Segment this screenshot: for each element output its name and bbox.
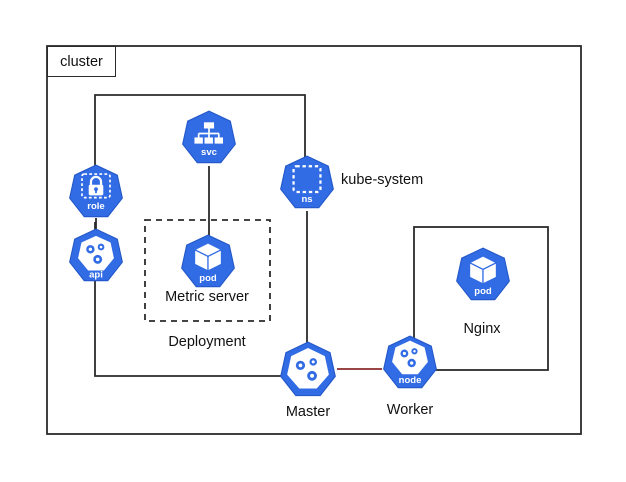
- k8s-namespace-icon-label: ns: [301, 194, 312, 205]
- deployment-frame: [144, 219, 271, 322]
- cluster-label: cluster: [60, 53, 103, 70]
- k8s-service-icon-label: svc: [201, 147, 218, 158]
- k8s-service-icon[interactable]: svc: [181, 110, 237, 166]
- nginx-label: Nginx: [463, 321, 501, 337]
- k8s-pod-icon-metric-server[interactable]: pod: [180, 234, 236, 290]
- k8s-api-icon[interactable]: api: [68, 228, 124, 284]
- kube-system-caption: kube-system: [341, 172, 423, 188]
- cluster-label-box: cluster: [47, 46, 116, 77]
- control-plane-frame: [94, 94, 306, 190]
- worker-label: Worker: [386, 402, 434, 418]
- k8s-api-icon-label: api: [89, 269, 103, 280]
- k8s-worker-node-icon-label: node: [399, 375, 422, 386]
- k8s-pod-icon-label: pod: [474, 286, 492, 297]
- kube-system-label: kube-system: [341, 172, 424, 188]
- master-label: Master: [285, 404, 331, 420]
- nginx-frame: [413, 226, 549, 371]
- k8s-worker-node-icon[interactable]: node: [382, 335, 438, 391]
- metric-server-label: Metric server: [165, 289, 249, 305]
- k8s-pod-icon-nginx[interactable]: pod: [455, 247, 511, 303]
- k8s-pod-icon-label: pod: [199, 273, 217, 284]
- k8s-namespace-icon[interactable]: ns: [279, 155, 335, 211]
- k8s-role-icon[interactable]: role: [68, 164, 124, 220]
- cluster-frame: [46, 45, 582, 435]
- k8s-master-node-icon[interactable]: [279, 341, 337, 399]
- k8s-role-icon-label: role: [87, 201, 104, 212]
- deployment-label: Deployment: [168, 334, 246, 350]
